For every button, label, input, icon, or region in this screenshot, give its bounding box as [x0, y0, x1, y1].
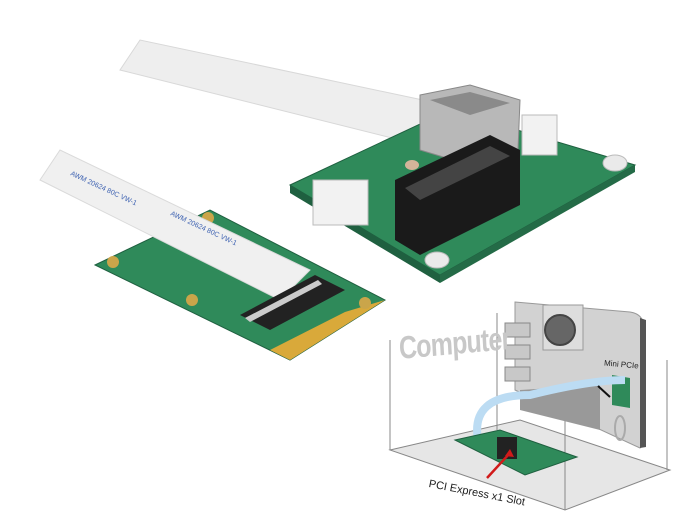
standoff [602, 154, 628, 172]
fpc-connector-latch [245, 280, 322, 322]
io-port [504, 344, 531, 360]
network-port-face [430, 92, 510, 115]
power-connector-right [521, 114, 558, 156]
io-port [504, 366, 531, 382]
pcie-slot-groove [405, 146, 510, 200]
mount-hole [107, 256, 119, 268]
red-arrow-icon [486, 452, 511, 479]
computer-diagram [388, 301, 672, 511]
mount-hole [186, 294, 198, 306]
riser-board-edge [440, 165, 635, 283]
standoff [405, 160, 419, 170]
mount-hole [359, 297, 371, 309]
fpc-connector [240, 275, 345, 330]
power-connector-left [312, 179, 369, 226]
mini-pcie-card [93, 209, 387, 361]
mini-pcie-edge-connector [270, 300, 385, 360]
black-arrow-icon [597, 385, 611, 398]
cpu-fan-icon [544, 314, 576, 346]
flat-cable-lower [39, 149, 311, 301]
io-port [504, 322, 531, 338]
standoff [424, 251, 450, 269]
cable-diagram [473, 376, 626, 441]
